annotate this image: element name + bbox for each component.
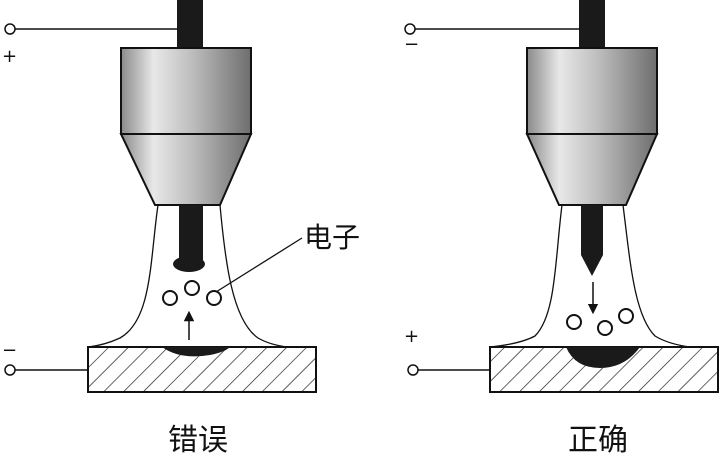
right-workpiece-polarity: + [404, 326, 419, 347]
left-electrode-tip [179, 205, 203, 260]
electron-label: 电子 [304, 221, 360, 254]
left-holder-cone [119, 133, 253, 206]
left-electrode-rod-top [177, 0, 203, 50]
left-electrode-polarity: + [2, 46, 17, 67]
right-electrode-tip [581, 205, 603, 276]
wrong-caption: 错误 [168, 423, 228, 457]
left-top-terminal [4, 23, 16, 35]
left-arc-envelope [87, 204, 289, 348]
left-electrode-droplet [173, 256, 205, 272]
electron-leader-line [215, 237, 303, 293]
left-melt-pool [162, 347, 230, 357]
right-holder-cone [525, 133, 659, 206]
left-electron-1 [162, 290, 178, 306]
right-electron-3 [618, 308, 634, 324]
left-holder-cylinder [120, 47, 252, 135]
correct-caption: 正确 [568, 423, 628, 457]
left-workpiece-polarity: − [2, 340, 17, 361]
right-melt-pool [566, 347, 640, 368]
right-electrode-polarity: − [404, 34, 419, 55]
right-arc-envelope [489, 204, 691, 348]
right-electrode-rod-top [579, 0, 605, 50]
right-top-terminal [404, 23, 416, 35]
right-electron-1 [566, 314, 582, 330]
left-bottom-terminal [4, 364, 16, 376]
left-panel-wrong: + − 电子 错误 [2, 0, 360, 457]
right-bottom-terminal [407, 364, 419, 376]
right-electron-2 [597, 320, 613, 336]
right-holder-cylinder [526, 47, 658, 135]
left-electron-3 [206, 290, 222, 306]
left-electron-2 [184, 280, 200, 296]
right-panel-correct: − + 正确 [404, 0, 719, 457]
